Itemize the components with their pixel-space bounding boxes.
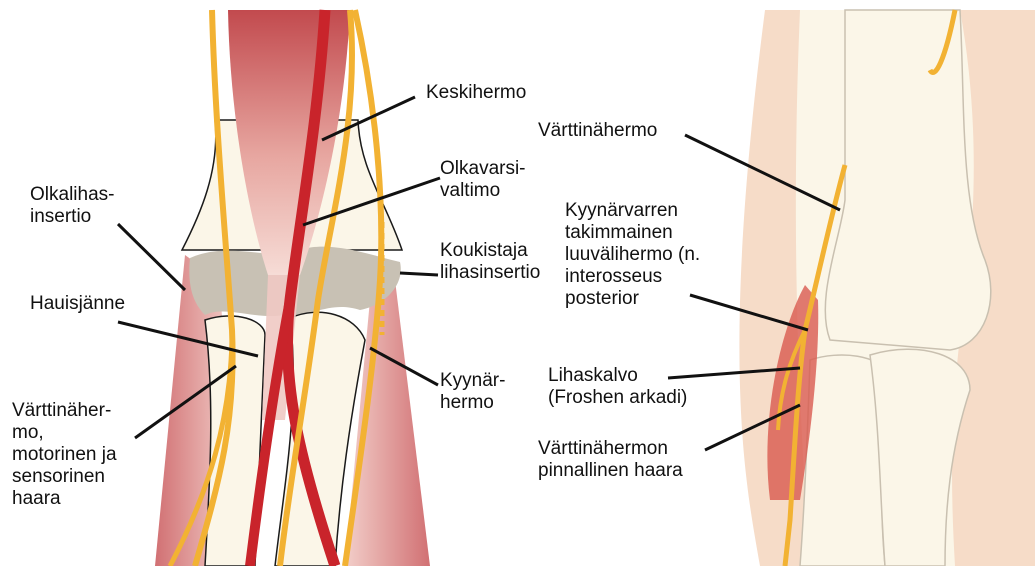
leader-koukistaja [400, 273, 438, 275]
left-elbow-illustration [118, 10, 440, 566]
leader-olkalihasinsertio [118, 224, 185, 290]
label-pinnallinen: Värttinähermon pinnallinen haara [538, 438, 683, 482]
label-varttinahermo-left: Värttinäher- mo, motorinen ja sensorinen… [12, 400, 117, 510]
label-olkalihasinsertio: Olkalihas- insertio [30, 184, 114, 228]
label-takimmainen: Kyynärvarren takimmainen luuvälihermo (n… [565, 200, 700, 310]
right-elbow-illustration [668, 10, 1035, 566]
label-keskihermo: Keskihermo [426, 82, 526, 104]
label-varttinahermo-right: Värttinähermo [538, 120, 657, 142]
label-olkavarsivaltimo: Olkavarsi- valtimo [440, 158, 526, 202]
label-kyynarhermo: Kyynär- hermo [440, 370, 505, 414]
label-koukistaja: Koukistaja lihasinsertio [440, 240, 540, 284]
right-medial-forearm-muscle [345, 280, 430, 566]
label-hauisjanne: Hauisjänne [30, 293, 125, 315]
label-lihaskalvo: Lihaskalvo (Froshen arkadi) [548, 365, 687, 409]
